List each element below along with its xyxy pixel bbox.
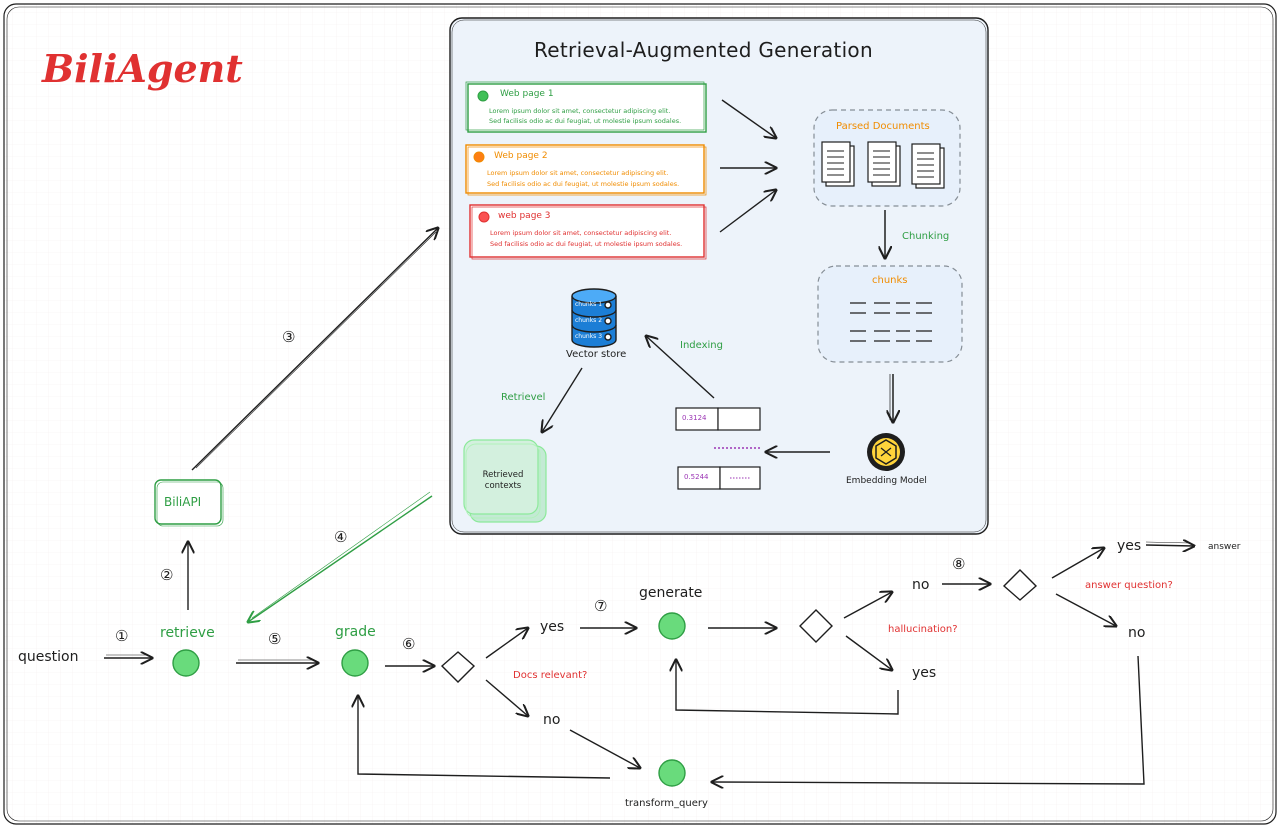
web-page-3-line2: Sed facilisis odio ac dui feugiat, ut mo…: [490, 240, 683, 248]
vector-2-value: 0.5244: [684, 473, 709, 481]
web-page-2-line1: Lorem ipsum dolor sit amet, consectetur …: [487, 169, 669, 177]
hallucination-label: hallucination?: [888, 624, 958, 635]
retrievel-label: Retrievel: [501, 392, 546, 403]
step-8: ⑧: [952, 555, 966, 573]
bili-api-label: BiliAPI: [164, 495, 202, 509]
document-icon-1: [821, 141, 855, 187]
transform-query-label: transform_query: [625, 798, 708, 809]
question-label: question: [18, 649, 79, 665]
chunk-lines: [850, 302, 932, 342]
web-page-3-box: [469, 204, 705, 258]
db-row-2: chunks 2: [575, 317, 603, 324]
yes-docs-relevant: yes: [540, 619, 565, 635]
web-page-2-box: [465, 144, 705, 194]
step-7: ⑦: [594, 597, 608, 615]
step-1: ①: [115, 627, 129, 645]
web-page-1-title: Web page 1: [500, 89, 554, 99]
grade-node: [341, 649, 369, 677]
yes-answer-question: yes: [1117, 538, 1142, 554]
web-page-1-line1: Lorem ipsum dolor sit amet, consectetur …: [489, 107, 671, 115]
answer-question-decision: [1002, 569, 1038, 601]
web-page-2-title: Web page 2: [494, 151, 548, 161]
step-6: ⑥: [402, 635, 416, 653]
step-4: ④: [334, 528, 348, 546]
web-page-1-line2: Sed facilisis odio ac dui feugiat, ut mo…: [489, 117, 682, 125]
docs-relevant-decision: [440, 651, 476, 683]
answer-question-label: answer question?: [1085, 580, 1173, 591]
retrieve-node: [172, 649, 200, 677]
hallucination-decision: [799, 609, 833, 643]
app-title: BiliAgent: [42, 46, 243, 91]
web-page-3-dot: [478, 211, 490, 223]
docs-relevant-label: Docs relevant?: [513, 670, 588, 681]
web-page-3-line1: Lorem ipsum dolor sit amet, consectetur …: [490, 229, 672, 237]
web-page-1-box: [467, 83, 707, 133]
chunks-box: [817, 265, 963, 363]
bili-api-box: [154, 479, 222, 525]
embedding-model-label: Embedding Model: [846, 476, 927, 486]
indexing-label: Indexing: [680, 340, 723, 351]
rag-panel-title: Retrieval-Augmented Generation: [534, 38, 873, 62]
yes-hallucination: yes: [912, 665, 937, 681]
web-page-3-title: web page 3: [498, 211, 551, 221]
parsed-documents-label: Parsed Documents: [836, 121, 930, 132]
step-3: ③: [282, 328, 296, 346]
vector-store-database-icon: [571, 288, 617, 348]
web-page-2-dot: [473, 151, 485, 163]
transform-query-node: [658, 759, 686, 787]
document-icon-3: [911, 143, 945, 189]
no-answer-question: no: [1128, 625, 1146, 641]
chunks-label: chunks: [872, 275, 908, 286]
db-row-3: chunks 3: [575, 333, 603, 340]
generate-node: [658, 612, 686, 640]
answer-label: answer: [1208, 542, 1241, 552]
web-page-1-dot: [477, 90, 489, 102]
vector-1-value: 0.3124: [682, 414, 707, 422]
no-docs-relevant: no: [543, 712, 561, 728]
web-page-2-line2: Sed facilisis odio ac dui feugiat, ut mo…: [487, 180, 680, 188]
vector-store-label: Vector store: [566, 349, 627, 360]
vector-1-cell-b: [717, 407, 761, 431]
retrieve-label: retrieve: [160, 625, 215, 641]
step-5: ⑤: [268, 630, 282, 648]
chunking-label: Chunking: [902, 231, 950, 242]
step-2: ②: [160, 566, 174, 584]
generate-label: generate: [639, 585, 703, 601]
no-hallucination: no: [912, 577, 930, 593]
retrieved-contexts-label: Retrieved contexts: [482, 470, 524, 491]
document-icon-2: [867, 141, 901, 187]
grade-label: grade: [335, 624, 376, 640]
db-row-1: chunks 1: [575, 301, 603, 308]
